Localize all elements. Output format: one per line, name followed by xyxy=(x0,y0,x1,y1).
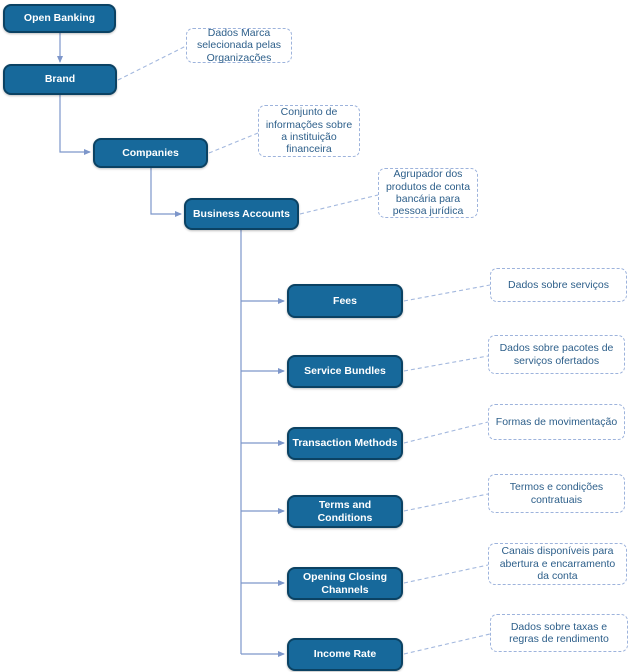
annotation-brand: Dados Marca selecionada pelas Organizaçõ… xyxy=(186,26,292,64)
edge-brand-companies xyxy=(59,95,91,155)
node-service-bundles[interactable]: Service Bundles xyxy=(287,355,403,388)
node-transaction-methods[interactable]: Transaction Methods xyxy=(287,427,403,460)
annotation-service-bundles: Dados sobre pacotes de serviços ofertado… xyxy=(488,335,625,374)
node-label: Open Banking xyxy=(23,12,96,25)
annotation-text: Termos e condições contratuais xyxy=(509,481,604,506)
edge-companies-businessaccounts xyxy=(150,168,182,217)
node-open-banking[interactable]: Open Banking xyxy=(3,4,116,33)
node-label: Brand xyxy=(44,73,76,86)
note-edge-business-accounts xyxy=(299,194,379,215)
annotation-business-accounts: Agrupador dos produtos de conta bancária… xyxy=(378,168,478,218)
node-label: Income Rate xyxy=(313,648,377,661)
node-income-rate[interactable]: Income Rate xyxy=(287,638,403,671)
annotation-transaction-methods: Formas de movimentação xyxy=(488,404,625,440)
node-label: Transaction Methods xyxy=(292,437,398,450)
node-fees[interactable]: Fees xyxy=(287,284,403,318)
note-edge-brand xyxy=(117,45,187,81)
note-edge-terms-and-conditions xyxy=(403,493,489,512)
note-edge-opening-closing xyxy=(403,564,489,584)
annotation-text: Conjunto de informações sobre a institui… xyxy=(265,106,353,156)
node-label: Fees xyxy=(333,294,357,307)
annotation-income-rate: Dados sobre taxas e regras de rendimento xyxy=(490,614,628,652)
annotation-text: Canais disponíveis para abertura e encar… xyxy=(499,545,616,583)
node-companies[interactable]: Companies xyxy=(93,138,208,168)
node-label: Terms and Conditions xyxy=(317,498,373,524)
annotation-opening-closing-channels: Canais disponíveis para abertura e encar… xyxy=(488,543,627,585)
annotation-text: Formas de movimentação xyxy=(495,415,618,428)
note-edge-companies xyxy=(208,132,259,154)
annotation-text: Dados sobre serviços xyxy=(508,278,609,291)
annotation-companies: Conjunto de informações sobre a institui… xyxy=(258,105,360,157)
node-business-accounts[interactable]: Business Accounts xyxy=(184,198,299,230)
annotation-terms-and-conditions: Termos e condições contratuais xyxy=(488,474,625,513)
annotation-fees: Dados sobre serviços xyxy=(490,268,627,302)
note-edge-transaction-methods xyxy=(403,421,489,444)
node-terms-and-conditions[interactable]: Terms and Conditions xyxy=(287,495,403,528)
annotation-text: Dados Marca selecionada pelas Organizaçõ… xyxy=(196,26,282,64)
annotation-text: Dados sobre taxas e regras de rendimento xyxy=(509,620,609,645)
note-edge-service-bundles xyxy=(403,355,489,372)
note-edge-fees xyxy=(403,284,491,302)
note-edge-income-rate xyxy=(403,633,491,655)
node-label: Opening Closing Channels xyxy=(303,570,387,596)
node-label: Business Accounts xyxy=(192,207,291,220)
node-label: Companies xyxy=(122,146,179,159)
node-label: Service Bundles xyxy=(304,365,386,378)
node-opening-closing-channels[interactable]: Opening Closing Channels xyxy=(287,567,403,600)
annotation-text: Agrupador dos produtos de conta bancária… xyxy=(385,168,471,218)
node-brand[interactable]: Brand xyxy=(3,64,117,95)
annotation-text: Dados sobre pacotes de serviços ofertado… xyxy=(499,342,614,367)
